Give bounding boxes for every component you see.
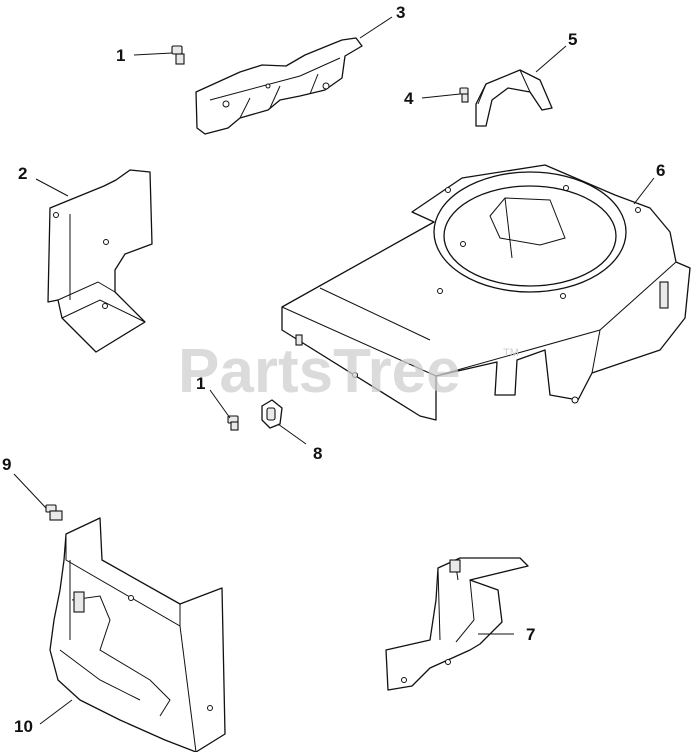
- callout-1-middle: 1: [196, 374, 205, 393]
- callout-3: 3: [396, 3, 405, 22]
- leader-lines: [13, 16, 655, 725]
- part-7-baffle[interactable]: [385, 557, 529, 691]
- part-6-blower-housing[interactable]: [281, 164, 691, 421]
- part-3-baffle[interactable]: [195, 37, 363, 135]
- callout-10: 10: [14, 717, 33, 736]
- callout-2: 2: [18, 164, 27, 183]
- callout-7: 7: [526, 625, 535, 644]
- bolt-1-top[interactable]: [171, 45, 185, 65]
- part-2-side-baffle[interactable]: [47, 169, 153, 353]
- callout-1-top: 1: [116, 46, 125, 65]
- callout-9: 9: [2, 455, 11, 474]
- part-5-cover[interactable]: [475, 69, 553, 127]
- callout-4: 4: [404, 89, 414, 108]
- callout-8: 8: [313, 444, 322, 463]
- callout-6: 6: [656, 161, 665, 180]
- bolt-4[interactable]: [459, 87, 469, 103]
- callout-5: 5: [568, 30, 577, 49]
- watermark-text: PartsTree: [178, 337, 461, 406]
- bolt-1-middle[interactable]: [227, 415, 239, 431]
- watermark-trademark: TM: [503, 347, 519, 359]
- part-8-grommet[interactable]: [261, 399, 283, 429]
- bolt-9[interactable]: [45, 504, 63, 521]
- part-10-lower-shroud[interactable]: [49, 517, 226, 752]
